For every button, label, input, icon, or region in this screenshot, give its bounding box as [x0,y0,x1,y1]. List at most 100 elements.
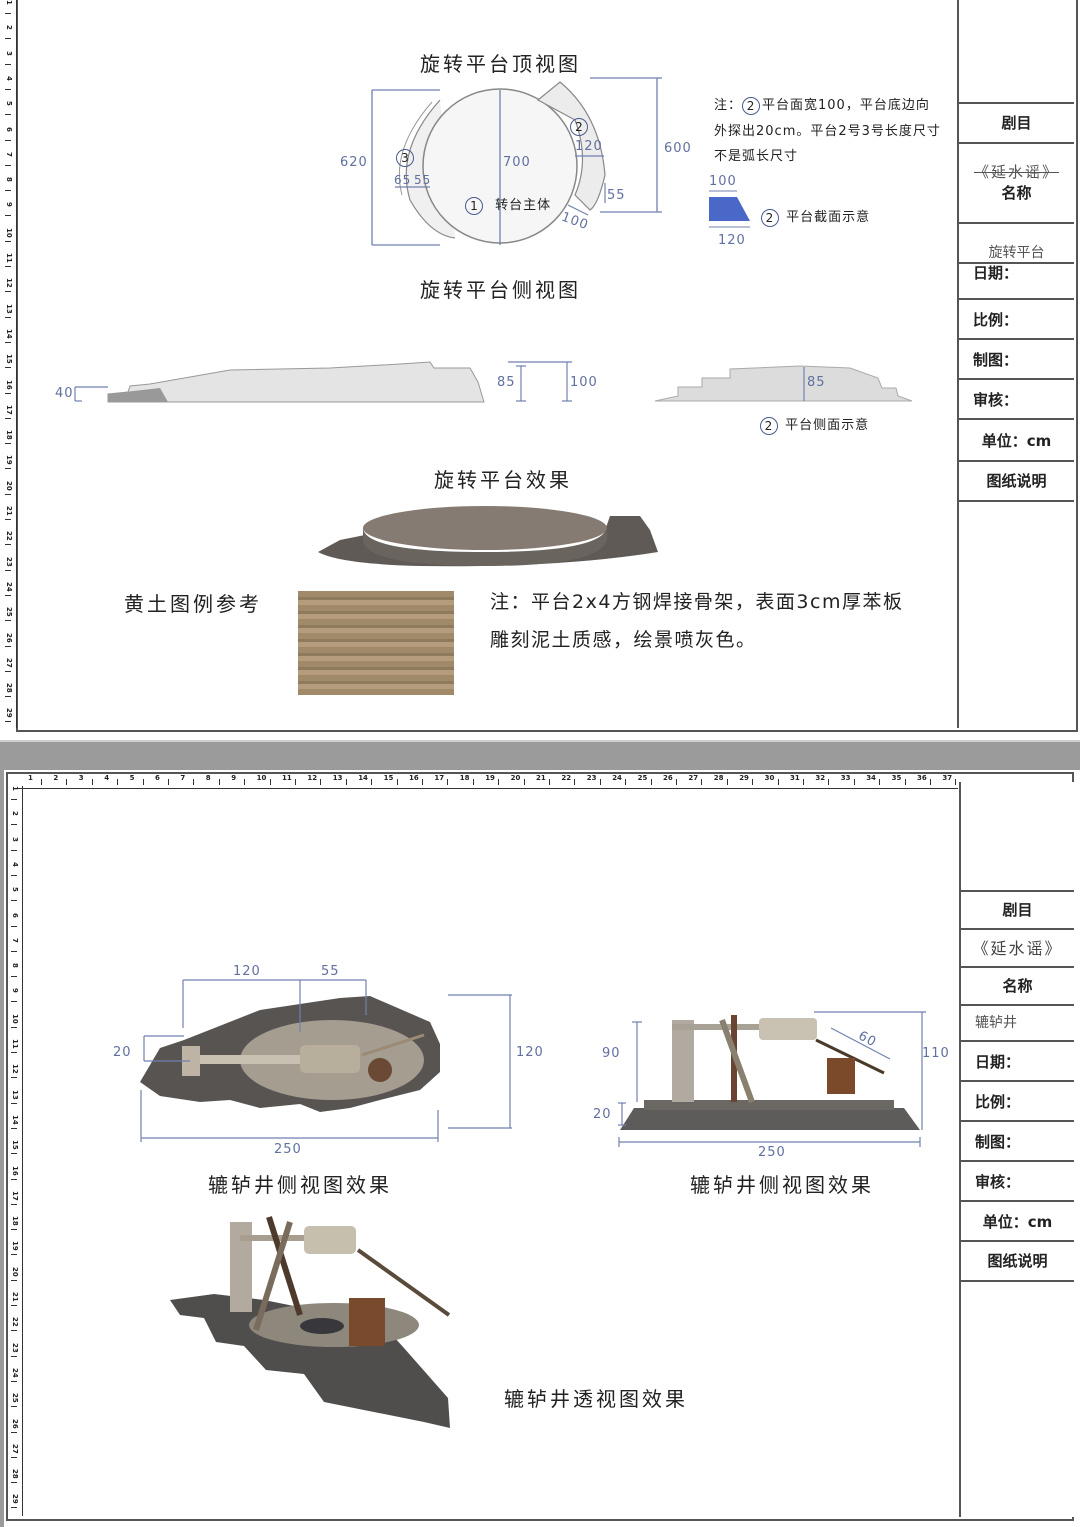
well-side-render [618,1011,926,1147]
ruler-tick: 27 [2,658,16,684]
ruler-tick: 28 [714,774,740,785]
unit-field: 单位：cm [961,1202,1074,1242]
part-2-marker: 2 [570,116,590,136]
ruler-tick: 3 [79,774,105,785]
ruler-tick: 16 [409,774,435,785]
ruler-tick: 10 [257,774,283,785]
dim-55b: 55 [414,173,432,187]
ruler-tick: 26 [663,774,689,785]
loess-texture-swatch [298,591,454,695]
ruler-tick: 15 [384,774,410,785]
profile-dim-85: 85 [807,375,826,390]
ruler-tick: 20 [2,481,16,507]
ruler-tick: 1 [2,0,16,26]
side-profile-label: 2 平台侧面示意 [760,414,869,435]
well-b-dim-20: 20 [593,1107,612,1122]
sheet-frame [16,0,1078,732]
ruler-tick: 23 [587,774,613,785]
page-separator [0,740,1080,772]
ruler-tick: 8 [8,963,22,989]
ruler-tick: 29 [2,708,16,734]
ruler-tick: 18 [8,1216,22,1242]
ruler-tick: 7 [8,938,22,964]
part-3-marker: 3 [396,147,416,167]
ruler-tick: 17 [434,774,460,785]
ruler-tick: 14 [358,774,384,785]
ruler-tick: 2 [2,25,16,51]
play-header: 剧目 [961,890,1074,930]
ruler-tick: 23 [2,557,16,583]
date-field: 日期： [961,1042,1074,1082]
well-a-dim-20: 20 [113,1045,132,1060]
ruler-tick: 21 [536,774,562,785]
dim-700: 700 [503,155,531,170]
ruler-tick: 28 [2,683,16,709]
ruler-tick: 7 [180,774,206,785]
drawn-by-field: 制图： [959,340,1074,380]
section-label: 2 平台截面示意 [761,206,870,227]
reviewed-by-field: 审核： [961,1162,1074,1202]
notes-header: 图纸说明 [961,1240,1074,1282]
ruler-tick: 19 [2,455,16,481]
play-name-cell: 《延水谣》 名称 [959,142,1074,224]
ruler-tick: 17 [2,405,16,431]
ruler-tick: 25 [2,607,16,633]
scale-field: 比例： [959,300,1074,340]
platform-render [318,506,658,567]
well-perspective-title: 辘轳井透视图效果 [504,1387,688,1411]
side-dim-100: 100 [570,375,598,390]
construction-note: 注：平台2x4方钢焊接骨架，表面3cm厚苯板 雕刻泥土质感，绘景喷灰色。 [490,591,904,651]
name-header: 名称 [961,966,1074,1006]
ruler-tick: 11 [2,253,16,279]
title-block-blank [961,782,1074,892]
top-view-drawing [371,77,662,246]
ruler-tick: 12 [2,278,16,304]
ruler-tick: 35 [892,774,918,785]
ruler-tick: 14 [8,1115,22,1141]
ruler-tick: 3 [2,51,16,77]
ruler-tick: 9 [8,988,22,1014]
ruler-tick: 34 [866,774,892,785]
ruler-tick: 5 [2,101,16,127]
name-value: 旋转平台 [959,222,1074,264]
ruler-tick: 14 [2,329,16,355]
ruler-tick: 24 [612,774,638,785]
title-block-blank [959,0,1074,104]
ruler-tick: 36 [917,774,943,785]
ruler-tick: 29 [739,774,765,785]
ruler-tick: 24 [8,1368,22,1394]
dim-620: 620 [340,155,368,170]
dim-120: 120 [575,139,603,154]
ruler-tick: 7 [2,152,16,178]
ruler-tick: 29 [8,1494,22,1520]
well-a-dim-120-right: 120 [516,1045,544,1060]
dim-55: 55 [607,188,626,203]
ruler-tick: 25 [8,1393,22,1419]
ruler-tick: 27 [688,774,714,785]
ruler-tick: 22 [8,1317,22,1343]
ruler-tick: 24 [2,582,16,608]
ruler-tick: 3 [8,837,22,863]
unit-field: 单位：cm [959,420,1074,462]
dim-65: 65 [394,173,412,187]
ruler-tick: 16 [2,380,16,406]
ruler-tick: 19 [485,774,511,785]
ruler-tick: 32 [815,774,841,785]
ruler-tick: 33 [841,774,867,785]
ruler-tick: 12 [8,1064,22,1090]
well-b-dim-90: 90 [602,1046,621,1061]
ruler-tick: 5 [130,774,156,785]
well-side-view-b-title: 辘轳井侧视图效果 [690,1173,874,1197]
ruler-tick: 15 [2,354,16,380]
play-name: 《延水谣》 [961,928,1074,968]
ruler-tick: 2 [8,811,22,837]
top-view-title: 旋转平台顶视图 [420,52,581,76]
ruler-tick: 20 [511,774,537,785]
ruler-tick: 13 [8,1090,22,1116]
ruler-tick: 15 [8,1140,22,1166]
ruler-tick: 10 [2,228,16,254]
